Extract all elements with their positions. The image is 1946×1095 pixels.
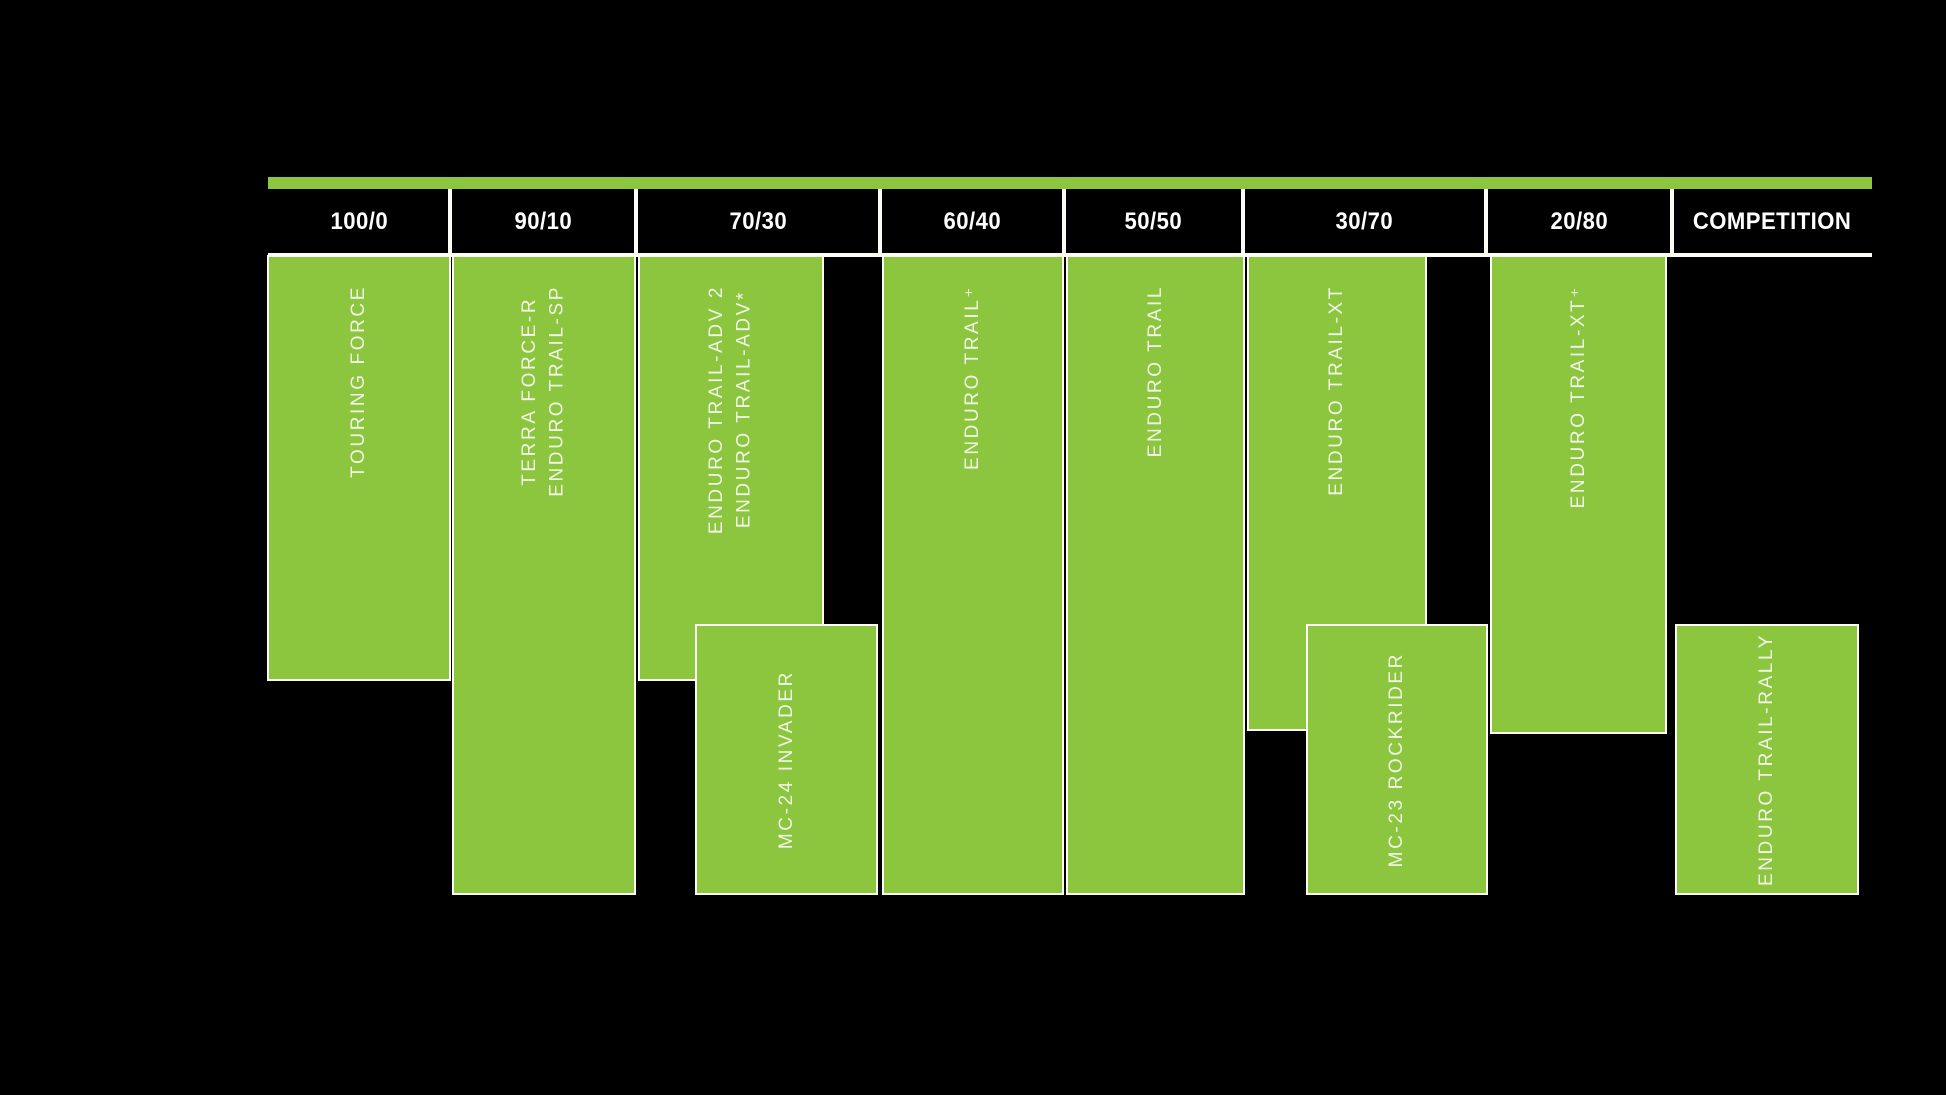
product-block-enduro-trail-adv: ENDURO TRAIL-ADV 2 ENDURO TRAIL-ADV*	[638, 255, 824, 681]
product-block-enduro-trail-plus: ENDURO TRAIL⁺	[882, 255, 1064, 895]
product-block-enduro-trail-rally: ENDURO TRAIL-RALLY	[1675, 624, 1859, 895]
column-header-70-30: 70/30	[636, 190, 880, 253]
product-label: ENDURO TRAIL-XT	[1326, 285, 1348, 496]
header-divider	[1484, 189, 1488, 257]
header-divider	[1670, 189, 1674, 257]
column-header-label: COMPETITION	[1692, 207, 1852, 235]
column-header-label: 50/50	[1124, 207, 1183, 235]
product-label: MC-24 INVADER	[775, 669, 797, 850]
product-label: ENDURO TRAIL	[1144, 285, 1166, 458]
header-accent-bar	[268, 177, 1872, 189]
column-header-label: 70/30	[729, 207, 787, 235]
column-header-competition: COMPETITION	[1672, 190, 1872, 253]
product-block-mc-24-invader: MC-24 INVADER	[695, 624, 878, 895]
column-header-90-10: 90/10	[450, 190, 636, 253]
header-divider	[448, 189, 452, 257]
column-header-50-50: 50/50	[1064, 190, 1243, 253]
product-block-terra-force-r-enduro-trail-sp: TERRA FORCE-R ENDURO TRAIL-SP	[452, 255, 636, 895]
header-divider	[1241, 189, 1245, 257]
product-label: ENDURO TRAIL-XT⁺	[1567, 285, 1589, 509]
column-header-60-40: 60/40	[880, 190, 1064, 253]
product-label: TOURING FORCE	[348, 285, 370, 478]
column-header-label: 100/0	[330, 207, 388, 235]
column-header-label: 30/70	[1335, 207, 1394, 235]
column-header-label: 90/10	[514, 207, 572, 235]
product-label: ENDURO TRAIL-ADV 2 ENDURO TRAIL-ADV*	[706, 285, 755, 535]
product-block-touring-force: TOURING FORCE	[267, 255, 451, 681]
column-header-label: 20/80	[1550, 207, 1608, 235]
product-block-mc-23-rockrider: MC-23 ROCKRIDER	[1306, 624, 1488, 895]
header-divider	[634, 189, 638, 257]
product-label: ENDURO TRAIL-RALLY	[1756, 632, 1778, 887]
column-header-label: 60/40	[943, 207, 1001, 235]
product-label: TERRA FORCE-R ENDURO TRAIL-SP	[519, 285, 568, 497]
product-label: MC-23 ROCKRIDER	[1386, 651, 1408, 868]
column-header-100-0: 100/0	[268, 190, 450, 253]
header-divider	[1062, 189, 1066, 257]
product-block-enduro-trail: ENDURO TRAIL	[1066, 255, 1245, 895]
column-header-30-70: 30/70	[1243, 190, 1486, 253]
column-header-20-80: 20/80	[1486, 190, 1672, 253]
product-label: ENDURO TRAIL⁺	[962, 285, 984, 470]
product-block-enduro-trail-xt-plus: ENDURO TRAIL-XT⁺	[1490, 255, 1667, 734]
header-divider	[878, 189, 882, 257]
